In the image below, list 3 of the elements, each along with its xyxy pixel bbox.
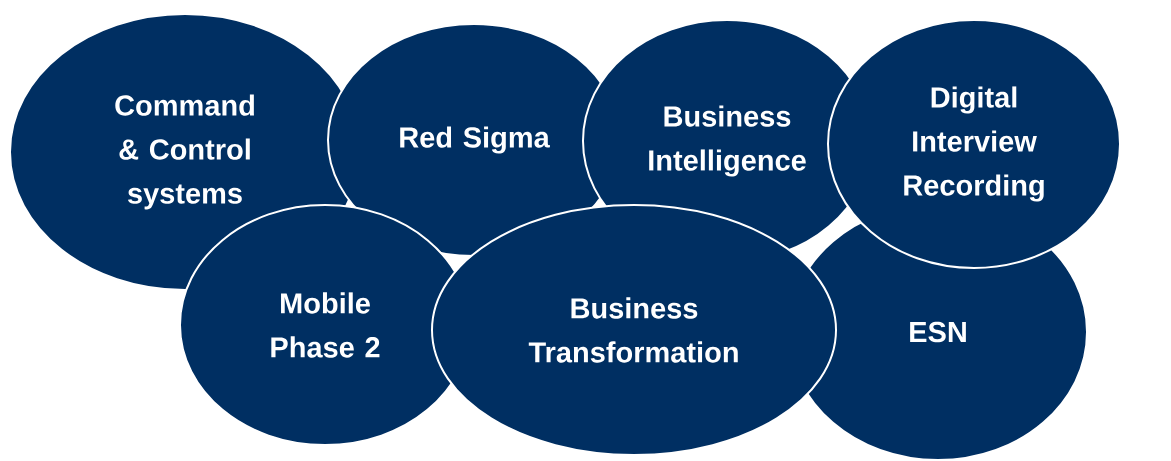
node-label: Mobile Phase 2 — [271, 292, 380, 358]
node-label: Business Transformation — [528, 297, 738, 363]
node-label: ESN — [910, 321, 966, 343]
